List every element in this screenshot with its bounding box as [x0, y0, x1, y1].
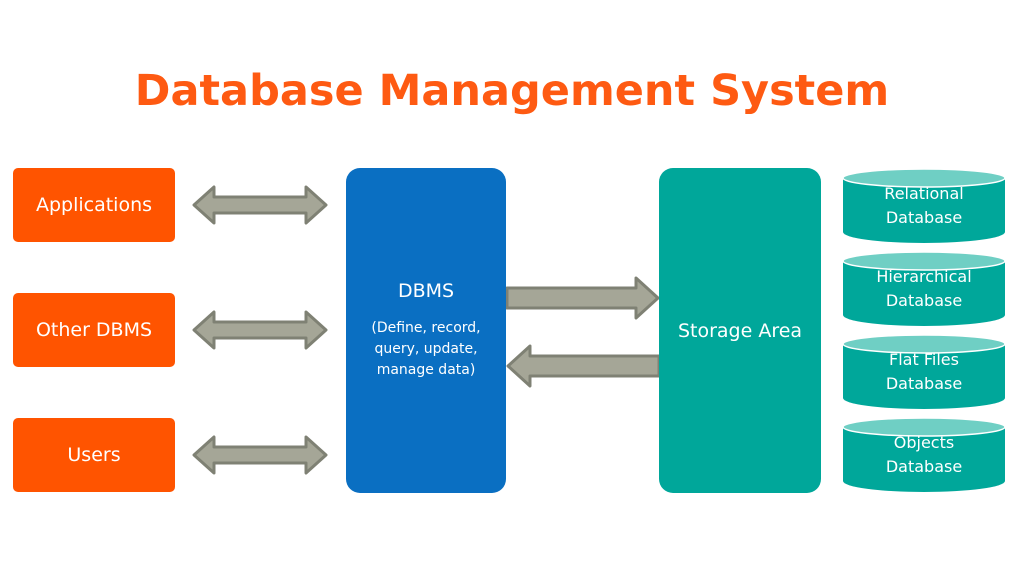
- storage-area-label: Storage Area: [677, 319, 803, 342]
- diagram-title: Database Management System: [134, 66, 890, 116]
- database-type: Database: [885, 374, 963, 393]
- database-type: Database: [885, 291, 963, 310]
- database-name: Hierarchical: [876, 267, 972, 286]
- dbms-description-line: (Define, record,: [371, 320, 481, 336]
- database-name: Relational: [884, 184, 964, 203]
- database-cylinder-icon: [842, 168, 1006, 243]
- dbms-block: DBMS (Define, record, query, update, man…: [346, 168, 506, 493]
- storage-to-dbms-arrow: [506, 344, 660, 388]
- other-dbms-dbms-double-arrow: [192, 310, 328, 350]
- database-type: Database: [885, 208, 963, 227]
- database-cylinder-icon: [842, 334, 1006, 409]
- database-cylinder-icon: [842, 251, 1006, 326]
- storage-area-block: Storage Area: [659, 168, 821, 493]
- dbms-to-storage-arrow: [506, 276, 660, 320]
- dbms-heading: DBMS: [397, 280, 455, 302]
- other-dbms-box: Other DBMS: [13, 293, 175, 367]
- dbms-description-line: query, update,: [374, 341, 478, 357]
- database-name: Flat Files: [889, 350, 959, 369]
- users-dbms-double-arrow: [192, 435, 328, 475]
- users-box: Users: [13, 418, 175, 492]
- applications-dbms-double-arrow: [192, 185, 328, 225]
- applications-box: Applications: [13, 168, 175, 242]
- dbms-description-line: manage data): [376, 362, 476, 378]
- database-name: Objects: [893, 433, 955, 452]
- dbms-description: (Define, record, query, update, manage d…: [346, 318, 506, 381]
- database-type: Database: [885, 457, 963, 476]
- database-cylinder-icon: [842, 417, 1006, 492]
